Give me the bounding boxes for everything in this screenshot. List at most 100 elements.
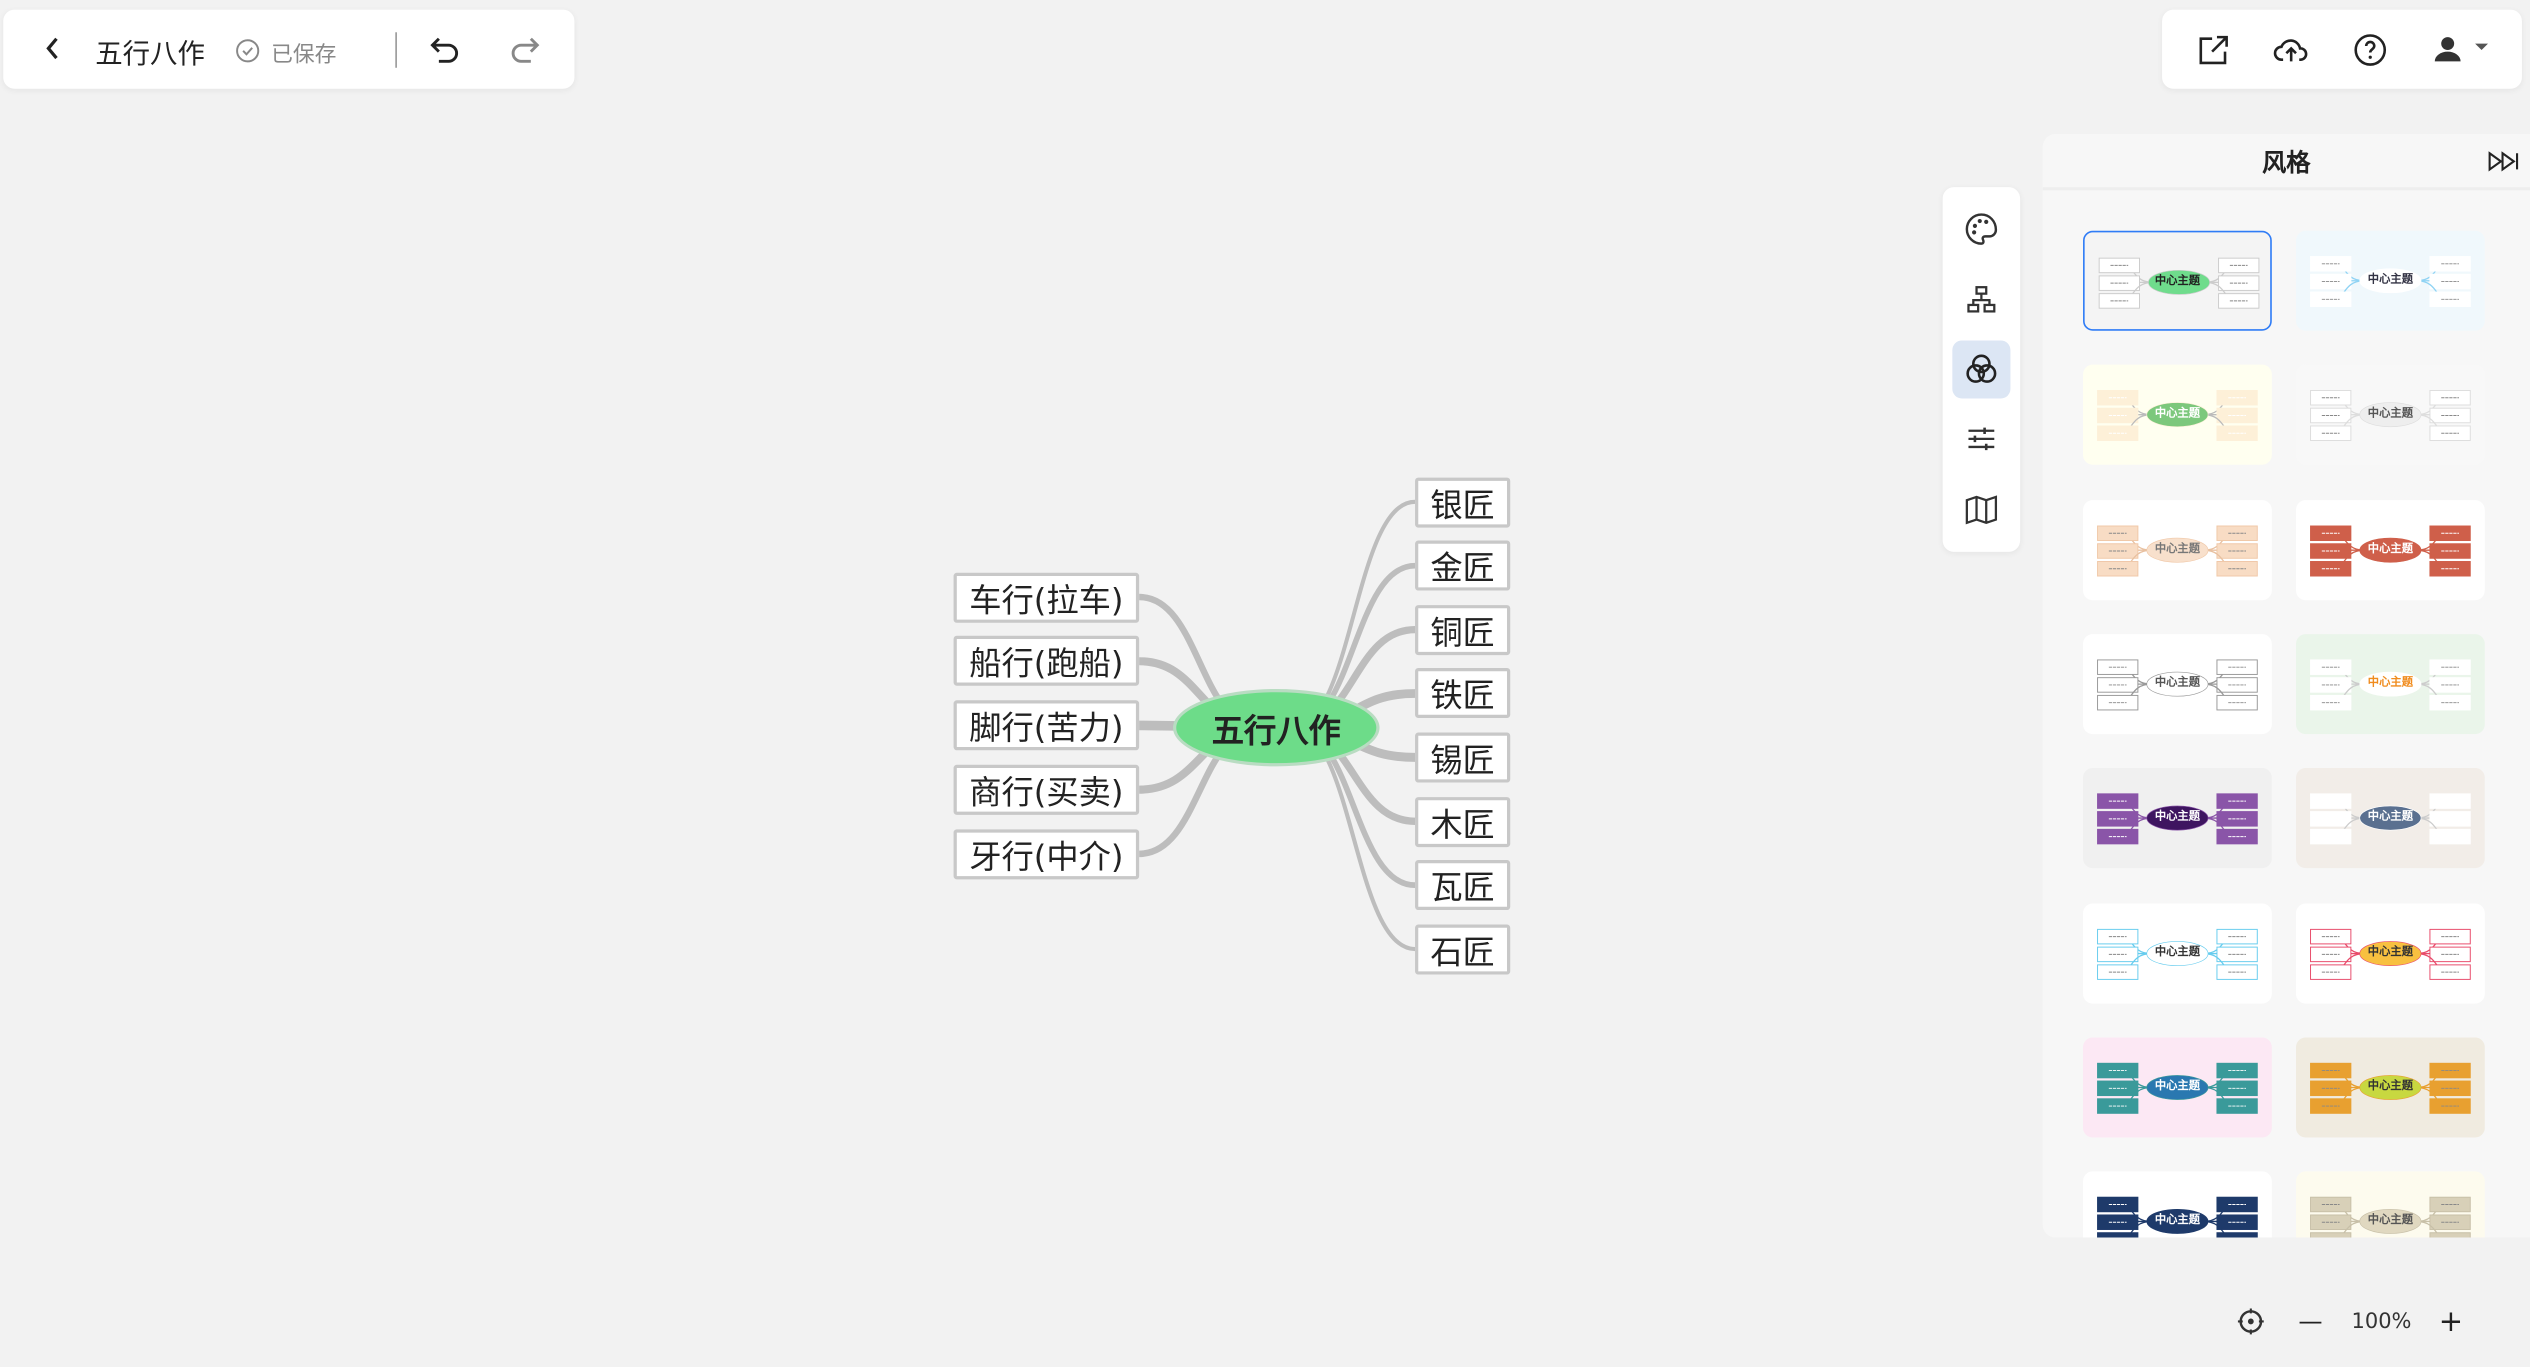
theme-option[interactable]: 中心主题	[2296, 365, 2485, 466]
theme-option[interactable]: 中心主题	[2296, 230, 2485, 331]
redo-icon	[511, 37, 540, 63]
theme-center-label: 中心主题	[2367, 675, 2413, 689]
settings-button[interactable]	[1952, 410, 2010, 468]
theme-preview	[2310, 1196, 2471, 1238]
outline-button[interactable]	[1952, 481, 2010, 539]
style-panel: 风格 中心主题中心主题中心主题中心主题中心主题中心主题中心主题中心主题中心主题中…	[2042, 133, 2530, 1238]
theme-center-label: 中心主题	[2367, 1079, 2413, 1093]
document-toolbar: 五行八作 已保存	[3, 9, 575, 89]
theme-option[interactable]: 中心主题	[2083, 1037, 2272, 1138]
divider	[395, 32, 397, 68]
upload-button[interactable]	[2272, 31, 2311, 70]
redo-button[interactable]	[507, 32, 542, 67]
theme-preview	[2097, 1062, 2258, 1114]
mindmap-topic[interactable]: 船行(跑船)	[953, 636, 1140, 687]
theme-option[interactable]: 中心主题	[2083, 902, 2272, 1003]
theme-center-label: 中心主题	[2367, 944, 2413, 958]
mindmap-topic[interactable]: 银匠	[1415, 476, 1511, 527]
zoom-controls: — 100% +	[2227, 1300, 2485, 1342]
theme-preview	[2097, 793, 2258, 845]
theme-preview	[2097, 390, 2258, 442]
theme-preview	[2310, 659, 2471, 711]
cloud-upload-icon	[2273, 39, 2308, 62]
theme-center-label: 中心主题	[2154, 1079, 2201, 1093]
zoom-out-button[interactable]: —	[2298, 1306, 2323, 1336]
chevron-left-icon	[46, 37, 58, 60]
theme-option[interactable]: 中心主题	[2083, 365, 2272, 466]
theme-center-label: 中心主题	[2367, 810, 2413, 824]
theme-preview	[2310, 256, 2471, 308]
structure-button[interactable]	[1952, 271, 2010, 329]
recenter-button[interactable]	[2235, 1305, 2267, 1337]
fast-forward-icon	[2488, 151, 2519, 172]
locate-icon	[2237, 1308, 2264, 1335]
theme-center-label: 中心主题	[2154, 675, 2201, 689]
theme-preview	[2097, 524, 2258, 576]
theme-center-label: 中心主题	[2154, 541, 2201, 555]
style-circles-icon	[1966, 354, 1997, 383]
zoom-in-button[interactable]: +	[2438, 1304, 2464, 1339]
saved-check-icon	[234, 37, 260, 63]
mindmap-topic[interactable]: 牙行(中介)	[953, 828, 1140, 879]
mindmap-topic[interactable]: 车行(拉车)	[953, 571, 1140, 623]
sliders-icon	[1968, 427, 1995, 451]
theme-option[interactable]: 中心主题	[2296, 499, 2485, 600]
theme-center-label: 中心主题	[2367, 1213, 2413, 1227]
mindmap-topic[interactable]: 瓦匠	[1415, 860, 1511, 911]
org-chart-icon	[1967, 286, 1996, 313]
mindmap-topic[interactable]: 商行(买卖)	[953, 764, 1140, 815]
theme-center-label: 中心主题	[2154, 810, 2201, 824]
theme-preview	[2310, 793, 2471, 845]
theme-center-label: 中心主题	[2367, 272, 2413, 286]
theme-preview	[2097, 659, 2258, 711]
undo-icon	[430, 37, 458, 63]
mindmap-topic[interactable]: 木匠	[1415, 796, 1511, 847]
theme-option[interactable]: 中心主题	[2296, 1171, 2485, 1238]
theme-option[interactable]: 中心主题	[2296, 633, 2485, 734]
theme-preview	[2310, 390, 2471, 442]
help-button[interactable]	[2351, 31, 2390, 70]
theme-center-label: 中心主题	[2154, 274, 2201, 288]
theme-option[interactable]: 中心主题	[2296, 1037, 2485, 1138]
mindmap-central-topic[interactable]: 五行八作	[1173, 688, 1380, 767]
palette-icon	[1965, 213, 1998, 245]
theme-option[interactable]: 中心主题	[2083, 230, 2272, 331]
theme-option[interactable]: 中心主题	[2083, 633, 2272, 734]
theme-preview	[2310, 928, 2471, 980]
help-icon	[2354, 34, 2387, 66]
theme-preview	[2310, 1062, 2471, 1114]
mindmap-topic[interactable]: 石匠	[1415, 924, 1511, 975]
mindmap-topic[interactable]: 锡匠	[1415, 732, 1511, 783]
theme-option[interactable]: 中心主题	[2083, 499, 2272, 600]
external-link-icon	[2199, 35, 2228, 65]
theme-preview	[2097, 928, 2258, 980]
saved-status: 已保存	[271, 41, 337, 68]
mindmap-topic[interactable]: 金匠	[1415, 540, 1511, 591]
theme-center-label: 中心主题	[2154, 1213, 2201, 1227]
global-toolbar	[2162, 9, 2522, 89]
theme-center-label: 中心主题	[2367, 541, 2413, 555]
undo-button[interactable]	[428, 32, 463, 67]
side-toolbar	[1942, 187, 2021, 552]
style-button[interactable]	[1952, 340, 2011, 399]
theme-option[interactable]: 中心主题	[2083, 1171, 2272, 1238]
map-icon	[1965, 495, 1998, 525]
document-title[interactable]: 五行八作	[95, 38, 205, 71]
theme-preview	[2098, 257, 2260, 309]
theme-option[interactable]: 中心主题	[2296, 902, 2485, 1003]
mindmap-topic[interactable]: 铜匠	[1415, 604, 1511, 655]
theme-option[interactable]: 中心主题	[2296, 768, 2485, 869]
account-menu-button[interactable]	[2430, 31, 2495, 70]
zoom-level: 100%	[2351, 1309, 2412, 1334]
share-button[interactable]	[2194, 31, 2233, 70]
user-icon	[2434, 37, 2489, 62]
mindmap-topic[interactable]: 脚行(苦力)	[953, 700, 1140, 751]
theme-preview	[2310, 524, 2471, 576]
theme-color-button[interactable]	[1952, 200, 2010, 258]
theme-preview	[2097, 1196, 2258, 1238]
theme-center-label: 中心主题	[2367, 407, 2413, 420]
mindmap-topic[interactable]: 铁匠	[1415, 668, 1511, 719]
back-button[interactable]	[39, 32, 68, 64]
theme-option[interactable]: 中心主题	[2083, 768, 2272, 869]
collapse-panel-button[interactable]	[2486, 148, 2521, 174]
